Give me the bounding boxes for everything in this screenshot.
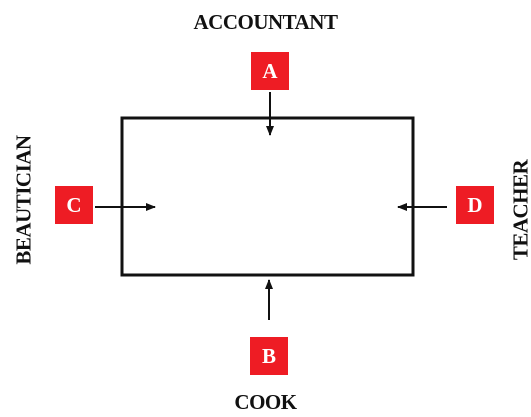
center-rectangle — [120, 116, 415, 277]
badge-d: D — [456, 186, 494, 224]
label-beautician: BEAUTICIAN — [11, 135, 36, 265]
label-accountant: ACCOUNTANT — [193, 10, 338, 34]
label-cook: COOK — [234, 390, 297, 414]
badge-a: A — [251, 52, 289, 90]
badge-c: C — [55, 186, 93, 224]
badge-b: B — [250, 337, 288, 375]
label-teacher: TEACHER — [508, 159, 531, 261]
